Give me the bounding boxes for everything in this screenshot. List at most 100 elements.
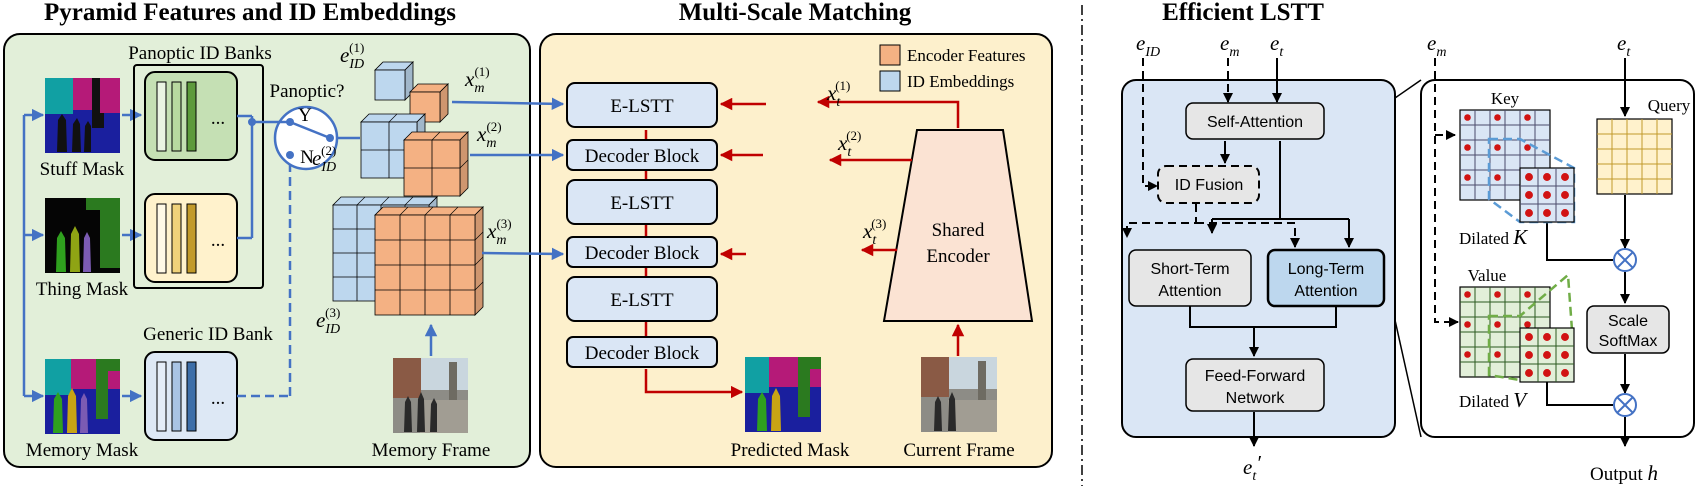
e-id-3-label: eID(3) [316, 305, 340, 337]
e-t-prime-label: et′ [1243, 451, 1261, 484]
long-term-label-1: Long-Term [1288, 261, 1364, 278]
shared-encoder-label-2: Encoder [926, 246, 990, 267]
thing-mask-image [45, 198, 120, 273]
memory-mask-image [45, 359, 120, 434]
shared-encoder [882, 129, 1034, 322]
memory-feature-arrows [451, 97, 565, 261]
decoder-stack: E-LSTT Decoder Block E-LSTT Decoder Bloc… [566, 82, 718, 368]
x-t-1-label: xt(1) [826, 78, 850, 110]
stuff-bank-ellipsis: ... [211, 108, 225, 129]
attention-grids [1459, 109, 1673, 383]
switch-y: Y [298, 105, 312, 126]
e-m-input-label: em [1220, 31, 1239, 60]
memory-feature-cube-1 [409, 83, 449, 123]
e-id-1-label: eID(1) [340, 40, 364, 72]
ffn-label-2: Network [1226, 390, 1286, 407]
thing-id-bank [144, 193, 238, 283]
e-id-2-label: eID(2) [312, 143, 336, 175]
short-term-label-2: Attention [1158, 283, 1221, 300]
short-term-label-1: Short-Term [1150, 261, 1229, 278]
switch-lever [289, 120, 331, 140]
elstt-block-2-label: E-LSTT [610, 193, 674, 214]
stuff-mask-image [45, 78, 120, 153]
id-embedding-cube-1 [374, 61, 414, 101]
id-fusion-label: ID Fusion [1175, 177, 1243, 194]
e-t-detail-label: et [1617, 31, 1631, 60]
generic-id-bank-label: Generic ID Bank [143, 324, 273, 345]
query-label: Query [1648, 96, 1691, 115]
decoder-block-1-label: Decoder Block [585, 146, 700, 167]
elstt-wiring [1122, 58, 1354, 447]
x-m-3-label: xm(3) [486, 216, 512, 248]
thing-mask-label: Thing Mask [36, 279, 129, 300]
decoder-block-2-label: Decoder Block [585, 243, 700, 264]
mask-routing-lines [22, 108, 143, 403]
shared-encoder-label-1: Shared [932, 220, 985, 241]
middle-section-title: Multi-Scale Matching [679, 0, 912, 26]
value-label: Value [1468, 266, 1507, 285]
current-frame-image [921, 357, 997, 432]
thing-bank-ellipsis: ... [211, 230, 225, 251]
current-feature-arrows [644, 95, 965, 399]
current-frame-label: Current Frame [903, 440, 1014, 461]
memory-mask-label: Memory Mask [26, 440, 139, 461]
e-m-detail-label: em [1427, 31, 1446, 60]
softmax-label: SoftMax [1599, 333, 1658, 350]
predicted-mask-label: Predicted Mask [731, 440, 850, 461]
dilated-v-label: Dilated V [1459, 388, 1528, 412]
elstt-block-3 [566, 276, 718, 322]
long-term-attention-block [1266, 248, 1386, 308]
self-attention-label: Self-Attention [1207, 114, 1303, 131]
panoptic-question: Panoptic? [270, 81, 345, 102]
query-grid [1596, 118, 1673, 195]
memory-feature-cube-3 [374, 206, 484, 316]
memory-frame-image [393, 358, 468, 433]
e-id-input-label: eID [1136, 31, 1160, 60]
long-term-label-2: Attention [1294, 283, 1357, 300]
elstt-block-2 [566, 179, 718, 225]
ffn-block [1185, 358, 1325, 412]
decoder-block-1 [566, 139, 718, 171]
x-m-2-label: xm(2) [476, 119, 502, 151]
legend-id-label: ID Embeddings [907, 72, 1014, 91]
memory-frame-label: Memory Frame [372, 440, 491, 461]
elstt-block-3-label: E-LSTT [610, 290, 674, 311]
x-m-1-label: xm(1) [464, 64, 490, 96]
dilated-value-grid [1519, 327, 1575, 383]
panoptic-id-banks-frame [133, 64, 264, 289]
short-term-attention-block [1128, 249, 1252, 307]
dilated-key-grid [1519, 167, 1575, 223]
e-t-input-label: et [1270, 31, 1284, 60]
x-t-2-label: xt(2) [837, 128, 861, 160]
legend-encoder-label: Encoder Features [907, 46, 1025, 65]
output-h-label: Output h [1590, 461, 1658, 485]
decoder-block-3-label: Decoder Block [585, 343, 700, 364]
scale-label: Scale [1608, 313, 1648, 330]
dilated-k-label: Dilated K [1459, 225, 1528, 249]
legend-id-swatch [879, 70, 901, 92]
left-section-title: Pyramid Features and ID Embeddings [44, 0, 456, 26]
legend-encoder-swatch [879, 44, 901, 66]
memory-feature-cube-2 [403, 131, 469, 197]
self-attention-block [1185, 102, 1325, 140]
key-label: Key [1491, 89, 1520, 108]
elstt-block-1-label: E-LSTT [610, 96, 674, 117]
generic-bank-ellipsis: ... [211, 388, 225, 409]
dilated-wiring [1434, 58, 1630, 447]
decoder-block-2 [566, 236, 718, 268]
decoder-block-3 [566, 336, 718, 368]
ffn-label-1: Feed-Forward [1205, 368, 1305, 385]
id-fusion-block [1157, 165, 1260, 204]
stuff-mask-label: Stuff Mask [40, 159, 125, 180]
stuff-id-bank [144, 71, 238, 161]
panoptic-id-banks-label: Panoptic ID Banks [128, 43, 272, 64]
scale-softmax-block [1586, 305, 1670, 354]
value-dilation-outline [1487, 272, 1574, 382]
right-section-title: Efficient LSTT [1162, 0, 1324, 26]
switch-junction [248, 118, 256, 126]
elstt-block-1 [566, 82, 718, 128]
x-t-3-label: xt(3) [862, 216, 886, 248]
switch-n: N [300, 147, 314, 168]
predicted-mask-image [745, 357, 821, 432]
